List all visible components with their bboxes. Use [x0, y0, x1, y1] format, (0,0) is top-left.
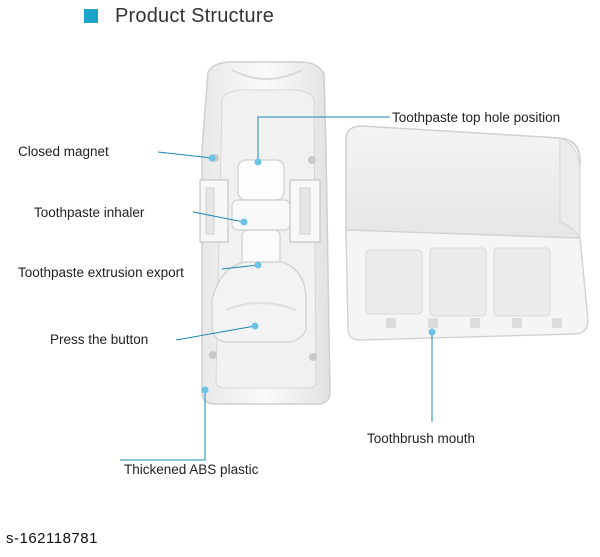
label-closed-magnet: Closed magnet — [18, 144, 109, 159]
callout-line-press-button — [175, 325, 256, 341]
label-top-hole: Toothpaste top hole position — [392, 110, 561, 125]
label-toothpaste-inhaler: Toothpaste inhaler — [34, 205, 145, 220]
callout-line-closed-magnet — [157, 151, 213, 159]
callout-line-top-hole — [257, 116, 390, 162]
callout-line-inhaler — [192, 211, 245, 223]
label-abs-plastic: Thickened ABS plastic — [124, 462, 259, 477]
page-title: Product Structure — [115, 4, 275, 27]
dispenser-body — [199, 61, 331, 405]
toothbrush-holder — [345, 125, 589, 341]
callout-lines — [120, 116, 433, 461]
callout-dots — [201, 154, 436, 394]
section-header: Product Structure — [84, 4, 274, 28]
label-press-button: Press the button — [50, 332, 149, 347]
label-toothbrush-mouth: Toothbrush mouth — [367, 431, 476, 446]
callout-line-extrusion — [221, 264, 259, 270]
header-accent-square — [84, 9, 98, 23]
callout-line-abs-plastic — [120, 390, 206, 461]
label-extrusion-export: Toothpaste extrusion export — [18, 265, 184, 280]
product-code-watermark: s-162118781 — [6, 530, 98, 547]
